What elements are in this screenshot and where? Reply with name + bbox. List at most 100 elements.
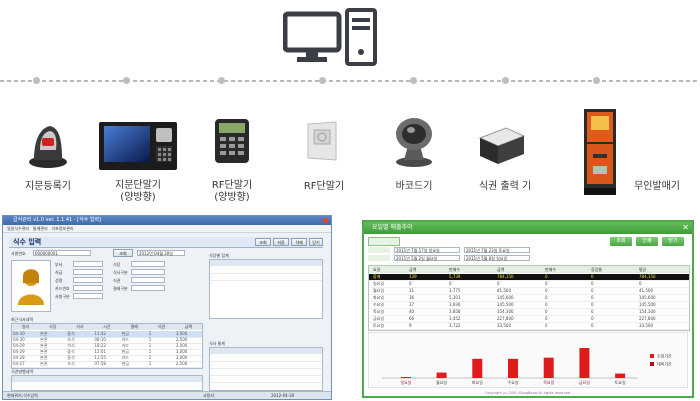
period-start-input[interactable]: 2011년 7월 17일 일요일 [394, 247, 460, 253]
close-button[interactable]: 닫기 [662, 237, 684, 246]
field-label: 부서 [55, 262, 63, 267]
lookup-button[interactable]: 조회 [113, 249, 133, 257]
table-cell: 41,500 [639, 288, 653, 293]
rank-input[interactable] [73, 269, 103, 275]
chart-bar[interactable] [436, 372, 447, 378]
column-header[interactable]: 판매수 [449, 267, 461, 272]
table-cell: 본관 [40, 331, 48, 336]
name-input[interactable] [73, 277, 103, 283]
chart-bar[interactable] [508, 358, 518, 378]
store-select[interactable] [368, 237, 400, 246]
card-input[interactable] [73, 285, 103, 291]
column-header[interactable]: 일자 [12, 324, 40, 330]
grid-row[interactable] [210, 267, 322, 274]
table-cell: 227,800 [639, 316, 656, 321]
table-cell: 1 [148, 337, 152, 342]
chart-bar[interactable] [472, 358, 483, 378]
compare-end-input[interactable]: 2011년 5월 8일 일요일 [464, 255, 530, 261]
save-button[interactable]: 저장 [273, 238, 289, 246]
x-tick-label: 목요일 [543, 379, 554, 385]
table-cell: 본관 [40, 361, 48, 366]
table-cell: 현금 [121, 349, 129, 354]
meal-type-select[interactable] [131, 269, 165, 275]
column-header[interactable]: 금액 [497, 267, 505, 272]
grid-row[interactable] [210, 369, 322, 376]
column-header[interactable]: 요일 [373, 267, 381, 272]
grid-header [210, 348, 322, 354]
device-sublabel: (양방향) [214, 192, 250, 203]
chart-bar[interactable] [579, 348, 590, 378]
section-caption: 최근식사내역 [11, 317, 34, 322]
column-header[interactable]: 증감율 [591, 267, 603, 272]
close-icon[interactable]: ✕ [682, 223, 689, 232]
table-cell: 조식 [67, 361, 75, 366]
grid-row[interactable] [210, 355, 322, 362]
close-button[interactable]: 닫기 [309, 238, 323, 246]
column-header[interactable]: 식사 [66, 324, 94, 330]
table-cell: 08:10 [94, 337, 106, 342]
grid-row[interactable] [210, 362, 322, 369]
column-header[interactable]: 금액 [174, 324, 202, 330]
timeline-dot [218, 77, 225, 84]
rf-terminal-icon [215, 119, 249, 163]
table-cell: 0 [591, 323, 594, 328]
column-header[interactable]: 평균 [639, 267, 647, 272]
column-header[interactable]: 금액 [409, 267, 417, 272]
period-end-input[interactable]: 2011년 7월 23일 토요일 [464, 247, 530, 253]
chart-bar[interactable] [615, 373, 626, 378]
status-text: 사용자 [203, 393, 215, 398]
table-cell: 본관 [40, 343, 48, 348]
column-header[interactable]: 식권 [147, 324, 175, 330]
search-button[interactable]: 조회 [610, 237, 632, 246]
table-cell: 0 [409, 281, 412, 286]
grid-row[interactable] [210, 376, 322, 383]
chart-bar[interactable] [543, 357, 554, 378]
close-icon[interactable] [323, 218, 328, 223]
compare-start-input[interactable]: 2011년 5월 2일 월요일 [394, 255, 460, 261]
table-cell: 본관 [40, 337, 48, 342]
emp-no-input[interactable]: 000000001 [33, 250, 91, 256]
menu-item[interactable]: 통계관리 [32, 226, 48, 231]
timeline-dot [33, 77, 40, 84]
table-cell: 11:55 [94, 355, 106, 360]
compare-label-box [368, 255, 390, 261]
table-cell: 0 [545, 302, 548, 307]
column-header[interactable]: 시간 [93, 324, 121, 330]
payment-select[interactable] [131, 285, 165, 291]
grid-row[interactable] [210, 274, 322, 281]
grid-header [12, 376, 202, 382]
menu-item[interactable]: 기초정보관리 [51, 226, 74, 231]
ticket-issue-grid [11, 375, 203, 391]
table-cell: 일요일 [373, 281, 385, 286]
search-button[interactable]: 조회 [255, 238, 271, 246]
emp-type-input[interactable] [73, 293, 103, 299]
ticket-input[interactable] [131, 277, 165, 283]
column-header[interactable]: 식당 [39, 324, 67, 330]
column-header[interactable]: 결제 [120, 324, 148, 330]
date-input[interactable]: 2012년 04월 30일 [137, 250, 185, 256]
table-cell: 11 [409, 288, 415, 293]
delete-button[interactable]: 삭제 [291, 238, 307, 246]
dept-input[interactable] [73, 261, 103, 267]
print-button[interactable]: 인쇄 [636, 237, 658, 246]
column-header[interactable]: 판매수 [545, 267, 557, 272]
restaurant-select[interactable] [131, 261, 165, 267]
table-cell: 145,500 [639, 302, 656, 307]
chart-bar[interactable] [400, 377, 411, 378]
photo-panel [11, 260, 51, 312]
menu-item[interactable]: 일일식수관리 [7, 226, 30, 231]
